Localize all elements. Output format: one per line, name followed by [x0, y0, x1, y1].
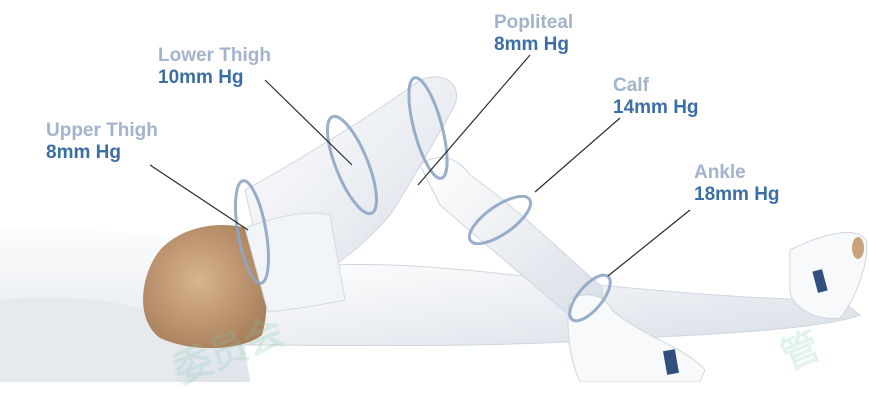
label-calf: Calf 14mm Hg [613, 75, 699, 119]
leader-ankle [608, 210, 690, 276]
leader-lower-thigh [265, 80, 352, 165]
label-name: Calf [613, 75, 699, 97]
label-value: 14mm Hg [613, 97, 699, 119]
label-upper-thigh: Upper Thigh 8mm Hg [46, 120, 158, 164]
toe-opening [852, 237, 864, 259]
label-value: 8mm Hg [494, 34, 573, 56]
label-value: 18mm Hg [694, 184, 780, 206]
label-value: 10mm Hg [158, 67, 271, 89]
label-name: Lower Thigh [158, 45, 271, 67]
leader-calf [535, 118, 620, 192]
label-name: Upper Thigh [46, 120, 158, 142]
label-popliteal: Popliteal 8mm Hg [494, 12, 573, 56]
label-name: Popliteal [494, 12, 573, 34]
label-ankle: Ankle 18mm Hg [694, 162, 780, 206]
label-lower-thigh: Lower Thigh 10mm Hg [158, 45, 271, 89]
leader-upper-thigh [150, 165, 248, 230]
label-value: 8mm Hg [46, 142, 158, 164]
label-name: Ankle [694, 162, 780, 184]
